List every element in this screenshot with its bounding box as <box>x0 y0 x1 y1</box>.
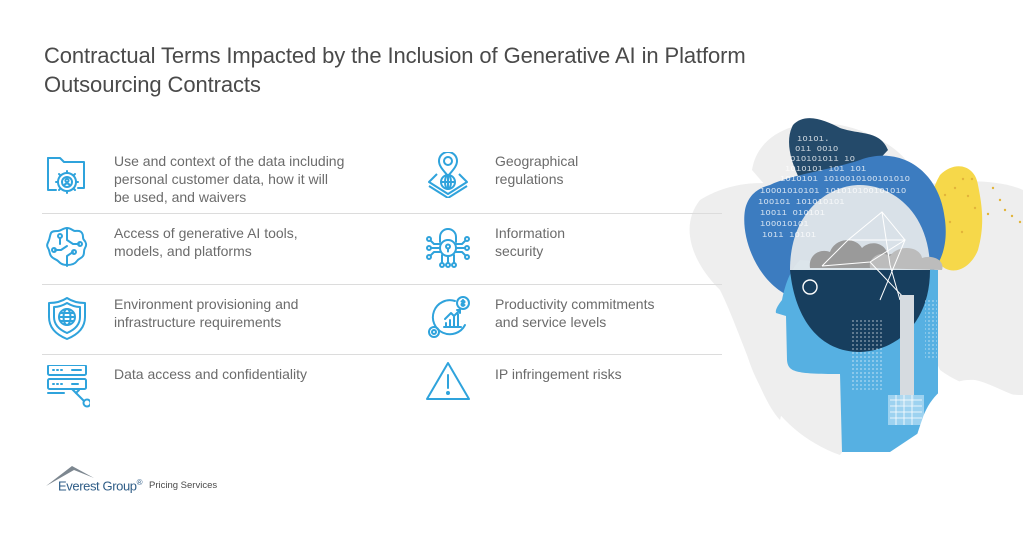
everest-group-logo: Everest Group® Pricing Services <box>44 464 264 494</box>
map-pin-layers-globe-icon <box>428 152 468 198</box>
folder-gear-user-icon <box>47 157 85 194</box>
shield-globe-icon <box>48 297 86 340</box>
list-item: Information security <box>425 224 725 280</box>
lock-circuit-icon <box>426 228 470 268</box>
list-item: IP infringement risks <box>425 361 725 407</box>
svg-text:ıoıı ıoıoı: ıoıı ıoıoı <box>762 230 816 240</box>
svg-text:ıoooıoıoıoı ıoıoıoıooıoıoıo: ıoooıoıoıoı ıoıoıoıooıoıoıo <box>760 186 906 196</box>
svg-text:ıoıoı.: ıoıoı. <box>797 134 830 144</box>
row-divider <box>42 354 722 355</box>
list-item: Data access and confidentiality <box>44 365 384 411</box>
page-title: Contractual Terms Impacted by the Inclus… <box>44 43 746 97</box>
list-item: Access of generative AI tools, models, a… <box>44 224 384 280</box>
svg-text:ıooıoı ıoıoıoıoı: ıooıoı ıoıoıoıoı <box>758 197 845 207</box>
row-divider <box>42 213 722 214</box>
list-item: Productivity commitments and service lev… <box>425 295 725 351</box>
item-text: Use and context of the data including pe… <box>114 153 345 205</box>
server-key-icon <box>47 365 90 408</box>
list-item: Use and context of the data including pe… <box>44 152 384 208</box>
brand-name: Everest Group® <box>58 478 143 494</box>
svg-text:oıoıoıoıı ıo: oıoıoıoıı ıo <box>790 154 855 164</box>
service-name: Pricing Services <box>149 480 218 491</box>
item-text: Information security <box>495 225 566 259</box>
mountain-logo-icon <box>46 466 94 486</box>
item-text: Productivity commitments and service lev… <box>495 296 655 330</box>
svg-text:oıı ooıo: oıı ooıo <box>795 144 838 154</box>
warning-triangle-icon <box>426 362 470 400</box>
item-text: Access of generative AI tools, models, a… <box>114 225 298 259</box>
svg-text:ıoooıoıoı: ıoooıoıoı <box>760 219 809 229</box>
svg-text:ıoıoıoı ıoı ıoı: ıoıoıoı ıoı ıoı <box>785 164 866 174</box>
svg-text:ıoıoıoı ıoıooıoıooıoıoıo: ıoıoıoı ıoıooıoıooıoıoıo <box>780 174 910 184</box>
item-text: Data access and confidentiality <box>114 366 307 382</box>
item-text: Geographical regulations <box>495 153 579 187</box>
item-text: Environment provisioning and infrastruct… <box>114 296 299 330</box>
item-text: IP infringement risks <box>495 366 622 382</box>
row-divider <box>42 284 722 285</box>
list-item: Environment provisioning and infrastruct… <box>44 295 384 351</box>
svg-text:ıooıı oıoıoı: ıooıı oıoıoı <box>760 208 825 218</box>
gear-chart-dollar-icon <box>428 296 470 338</box>
ai-brain-circuit-icon <box>46 227 88 267</box>
list-item: Geographical regulations <box>425 152 725 208</box>
